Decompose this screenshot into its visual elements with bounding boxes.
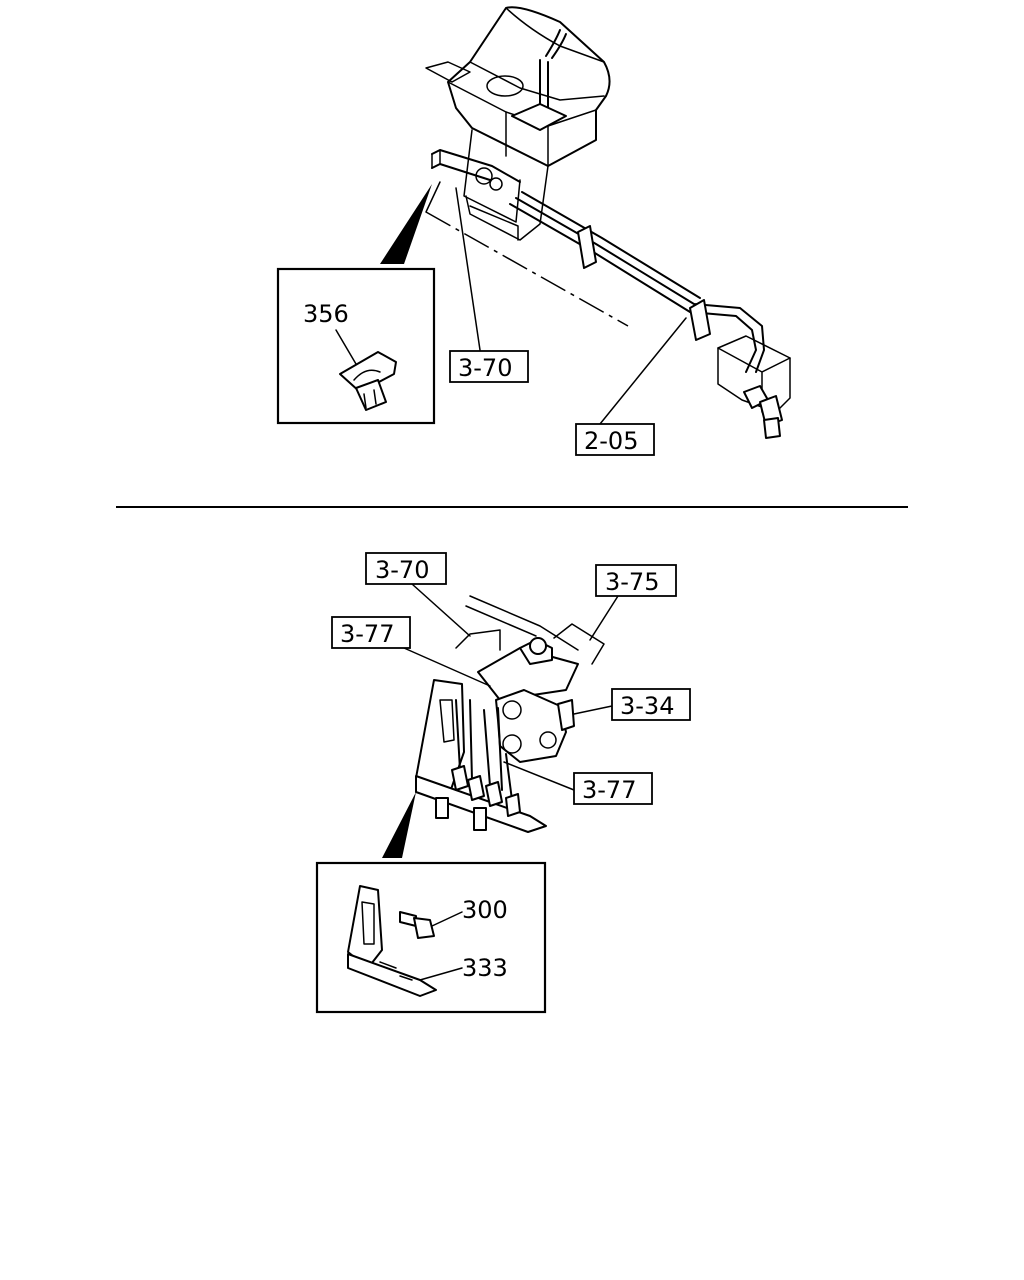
callout-label: 3-75: [605, 568, 659, 596]
inset-pointer-bottom: [382, 792, 416, 858]
frame-edge: [425, 181, 441, 213]
leader-3-77-upper: [403, 647, 491, 687]
leader-3-34: [573, 705, 613, 715]
reservoir-assembly: [425, 6, 611, 241]
callout-3-70-top: 3-70: [449, 350, 529, 383]
callout-label: 3-70: [458, 354, 512, 382]
callout-label: 3-34: [620, 692, 674, 720]
leader-3-77-lower: [503, 761, 575, 791]
inset-pointer: [380, 184, 432, 264]
bracket-inset: 300 333: [315, 861, 547, 1014]
top-section: 356 3-70 2-05: [276, 6, 791, 456]
callout-3-77-lower: 3-77: [573, 772, 653, 805]
callout-2-05: 2-05: [575, 423, 655, 456]
callout-3-34: 3-34: [611, 688, 691, 721]
callout-3-77-upper: 3-77: [331, 616, 411, 649]
valve-assembly: [415, 595, 605, 833]
callout-label: 3-70: [375, 556, 429, 584]
leader-3-70-top: [455, 187, 481, 351]
part-number-300: 300: [462, 896, 508, 924]
callout-3-70-bottom: 3-70: [365, 552, 447, 585]
part-number-356: 356: [303, 300, 349, 328]
brake-pipes: [431, 149, 791, 439]
callout-label: 2-05: [584, 427, 638, 455]
frame-centerline: [425, 211, 629, 327]
clip-inset: 356: [276, 267, 436, 425]
leader-3-70-bottom: [411, 583, 471, 637]
part-number-333: 333: [462, 954, 508, 982]
callout-3-75: 3-75: [595, 564, 677, 597]
callout-label: 3-77: [582, 776, 636, 804]
leader-2-05: [599, 317, 687, 425]
leader-3-75: [589, 595, 619, 641]
bottom-section: 3-70 3-75 3-77 3-34 3-77: [315, 552, 691, 1014]
callout-label: 3-77: [340, 620, 394, 648]
